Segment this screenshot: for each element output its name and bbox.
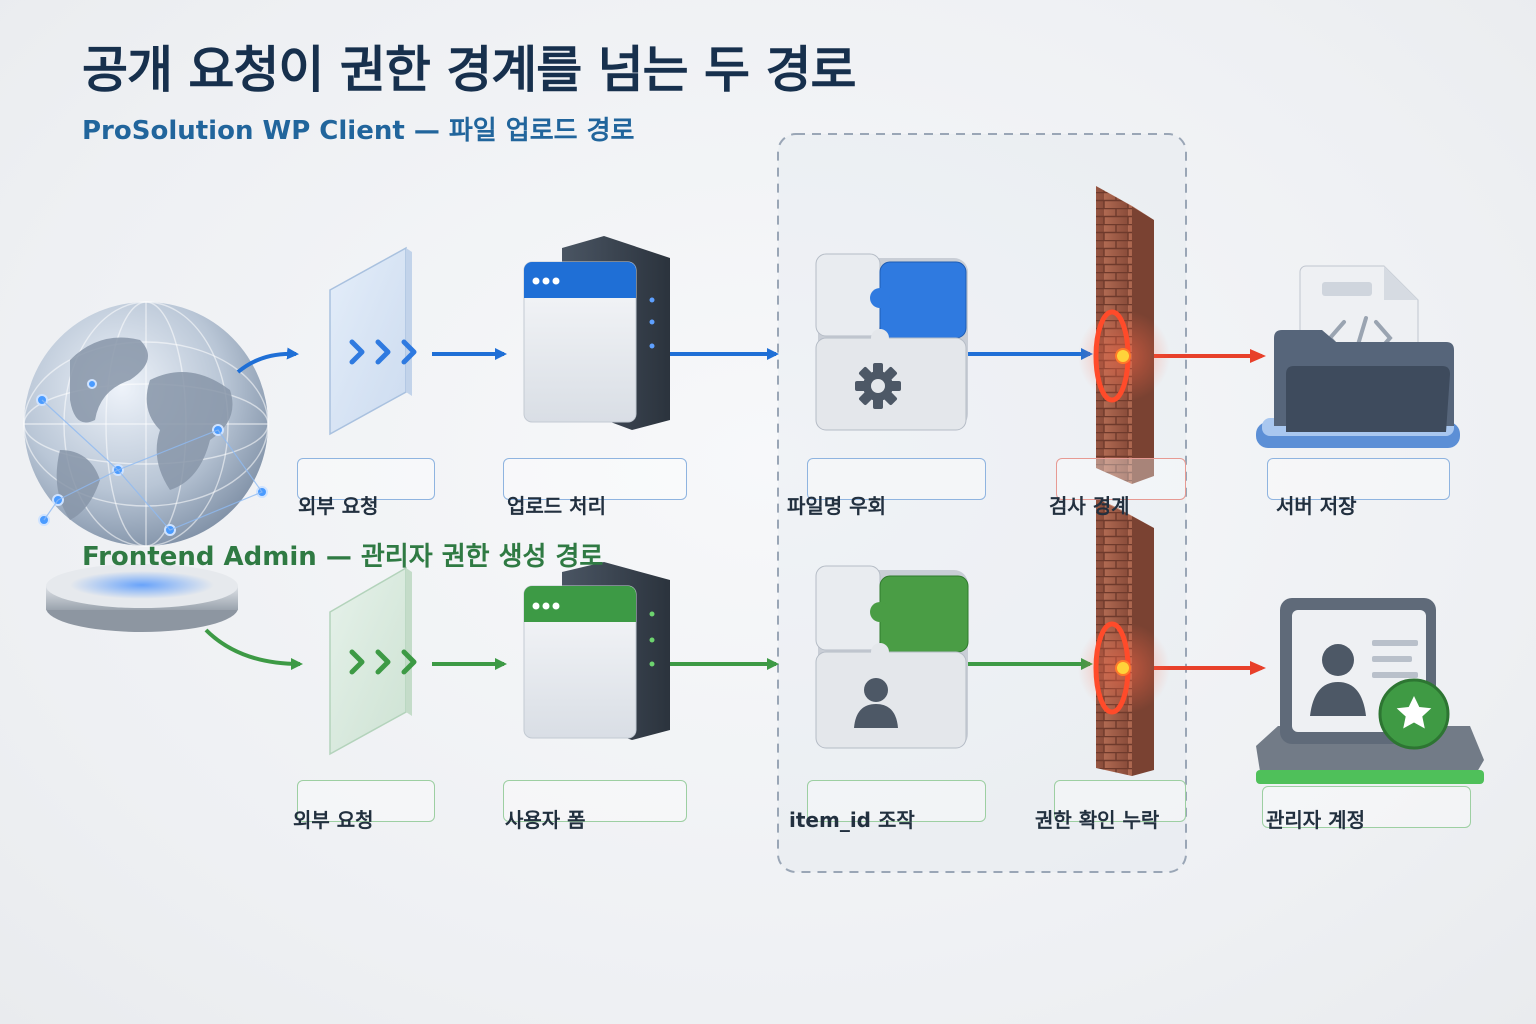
- step-label-upload-processing: 업로드 처리: [507, 494, 606, 518]
- flow-arrow-upload-1: [236, 347, 299, 374]
- brick-wall-icon: [1078, 498, 1170, 776]
- step-label-user-form: 사용자 폼: [505, 808, 586, 832]
- upload-path-heading: ProSolution WP Client — 파일 업로드 경로: [82, 116, 635, 146]
- filter-panel-icon: [329, 246, 417, 436]
- page-title: 공개 요청이 권한 경계를 넘는 두 경로: [82, 41, 856, 99]
- label-box: [503, 780, 687, 822]
- step-label-filename-bypass: 파일명 우회: [787, 494, 886, 518]
- puzzle-gear-icon: [815, 253, 968, 431]
- step-label-itemid-tamper: item_id 조작: [789, 808, 915, 832]
- puzzle-user-icon: [815, 565, 969, 749]
- admin-path-heading: Frontend Admin — 관리자 권한 생성 경로: [82, 542, 604, 572]
- label-box: [1267, 458, 1450, 500]
- code-file-folder-icon: [1256, 265, 1460, 448]
- globe-icon: [23, 301, 269, 632]
- label-box: [1054, 780, 1186, 822]
- label-box: [1262, 786, 1471, 828]
- star-badge-icon: [1378, 678, 1450, 750]
- filter-panel-icon: [329, 566, 417, 756]
- server-window-icon: [523, 236, 670, 430]
- step-label-missing-authz: 권한 확인 누락: [1035, 808, 1160, 832]
- brick-wall-icon: [1078, 186, 1170, 484]
- label-box: [1056, 458, 1186, 500]
- label-box: [807, 458, 986, 500]
- step-label-upload-request: 외부 요청: [298, 494, 379, 518]
- label-box: [297, 458, 435, 500]
- label-box: [503, 458, 687, 500]
- label-box: [297, 780, 435, 822]
- flow-arrow-admin-1: [204, 628, 303, 670]
- server-window-icon: [523, 562, 670, 740]
- step-label-check-boundary: 검사 경계: [1049, 494, 1130, 518]
- step-label-admin-account: 관리자 계정: [1266, 808, 1365, 832]
- step-label-admin-request: 외부 요청: [293, 808, 374, 832]
- admin-id-card-icon: [1256, 598, 1484, 784]
- step-label-server-storage: 서버 저장: [1276, 494, 1357, 518]
- label-box: [807, 780, 986, 822]
